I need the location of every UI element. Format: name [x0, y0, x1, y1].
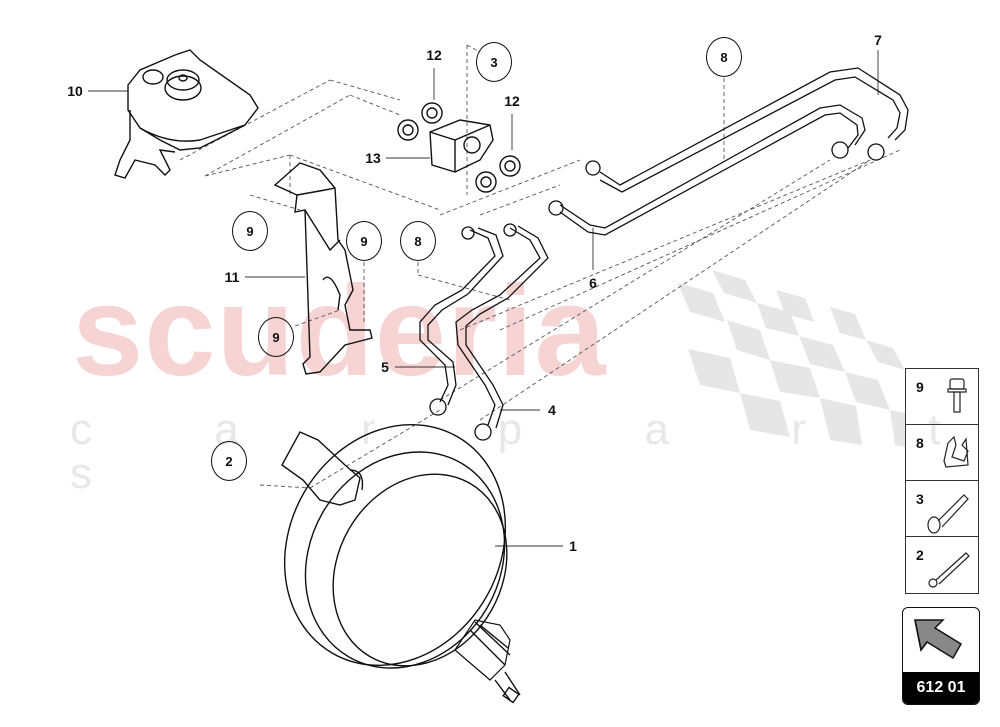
clip-icon [943, 435, 969, 468]
pin-icon [927, 494, 969, 534]
circled-ref-9-right[interactable]: 9 [346, 221, 382, 261]
stud-icon [928, 552, 970, 588]
arrow-up-left-icon [914, 619, 963, 660]
callout-12-right[interactable]: 12 [504, 93, 520, 109]
callout-13[interactable]: 13 [365, 150, 381, 166]
legend-number: 9 [916, 379, 924, 395]
legend-number: 2 [916, 547, 924, 563]
legend-number: 3 [916, 491, 924, 507]
circled-ref-3[interactable]: 3 [476, 42, 512, 82]
brake-lines-6-7 [548, 67, 909, 236]
callout-11[interactable]: 11 [224, 269, 240, 285]
legend-row-8[interactable]: 8 [906, 425, 978, 481]
circled-ref-2[interactable]: 2 [211, 441, 247, 481]
circled-ref-8-top[interactable]: 8 [706, 37, 742, 77]
brake-booster [281, 423, 521, 704]
distributor-block [397, 102, 521, 193]
legend-row-9[interactable]: 9 [906, 369, 978, 425]
legend-row-2[interactable]: 2 [906, 537, 978, 592]
bolt-icon [947, 378, 967, 413]
brake-lines-4-5 [419, 223, 549, 441]
callout-5[interactable]: 5 [381, 359, 389, 375]
callout-10[interactable]: 10 [67, 83, 83, 99]
legend-number: 8 [916, 435, 924, 451]
brake-fluid-reservoir [114, 49, 259, 179]
bracket [273, 162, 373, 375]
callout-1[interactable]: 1 [569, 538, 577, 554]
circled-ref-8-mid[interactable]: 8 [400, 221, 436, 261]
callout-7[interactable]: 7 [874, 32, 882, 48]
circled-ref-9-left[interactable]: 9 [232, 211, 268, 251]
circled-ref-9-bottom[interactable]: 9 [258, 317, 294, 357]
legend-row-3[interactable]: 3 [906, 481, 978, 537]
callout-4[interactable]: 4 [548, 402, 556, 418]
page-nav-button[interactable]: 612 01 [902, 607, 980, 705]
callout-6[interactable]: 6 [589, 275, 597, 291]
callout-12-left[interactable]: 12 [426, 47, 442, 63]
hardware-legend: 9 8 3 2 [905, 368, 979, 594]
page-code: 612 01 [903, 672, 979, 704]
